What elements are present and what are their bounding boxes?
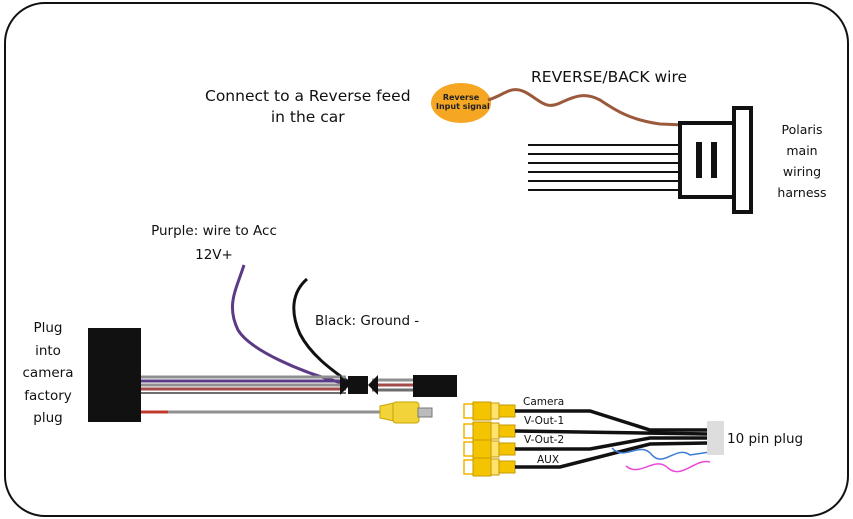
purple-acc-wire bbox=[230, 264, 343, 385]
purple-line2: 12V+ bbox=[195, 247, 233, 263]
vout2-cable-label: V-Out-2 bbox=[524, 434, 565, 446]
polaris-harness-connector bbox=[528, 106, 753, 214]
harness-line2: main bbox=[786, 143, 818, 158]
purple-line1: Purple: wire to Acc bbox=[151, 223, 277, 239]
blue-wire bbox=[611, 447, 711, 460]
plug-line1: Plug bbox=[33, 320, 63, 336]
reverse-input-badge-label: Reverse Input signal bbox=[436, 93, 490, 111]
camera-cable-label: Camera bbox=[523, 396, 565, 408]
harness-line4: harness bbox=[777, 185, 827, 200]
main-harness-wires bbox=[141, 375, 416, 394]
vout1-cable-label: V-Out-1 bbox=[524, 415, 565, 427]
camera-plug-label: Plug into camera factory plug bbox=[20, 317, 76, 430]
plug-line3: camera bbox=[22, 365, 74, 381]
black-ground-wire bbox=[292, 277, 351, 385]
inline-block-connector bbox=[413, 375, 457, 397]
harness-label: Polaris main wiring harness bbox=[772, 119, 832, 203]
harness-line1: Polaris bbox=[781, 122, 823, 137]
inline-bowtie-connector bbox=[340, 375, 378, 395]
reverse-input-line1: Reverse bbox=[442, 93, 480, 102]
purple-wire-label: Purple: wire to Acc 12V+ bbox=[132, 219, 296, 267]
black-ground-label: Black: Ground - bbox=[315, 313, 420, 329]
harness-line3: wiring bbox=[782, 164, 822, 179]
reverse-feed-label: Connect to a Reverse feed in the car bbox=[205, 86, 411, 128]
reverse-input-line2: Input signal bbox=[436, 102, 490, 111]
pink-wire bbox=[625, 460, 711, 473]
rca-output-connectors bbox=[463, 401, 516, 477]
reverse-back-wire-label: REVERSE/BACK wire bbox=[531, 68, 688, 86]
reverse-back-wire bbox=[487, 88, 686, 127]
ten-pin-plug-label: 10 pin plug bbox=[727, 431, 804, 447]
reverse-feed-line1: Connect to a Reverse feed bbox=[205, 87, 411, 105]
camera-factory-plug bbox=[88, 328, 141, 422]
plug-line5: plug bbox=[33, 410, 63, 426]
reverse-input-badge bbox=[431, 83, 491, 123]
output-cables bbox=[514, 409, 709, 469]
yellow-rca-plug bbox=[379, 401, 433, 424]
plug-line4: factory bbox=[24, 387, 72, 404]
aux-cable-label: AUX bbox=[537, 454, 560, 466]
plug-line2: into bbox=[35, 342, 61, 359]
reverse-feed-line2: in the car bbox=[270, 108, 345, 126]
ten-pin-plug bbox=[707, 421, 724, 455]
